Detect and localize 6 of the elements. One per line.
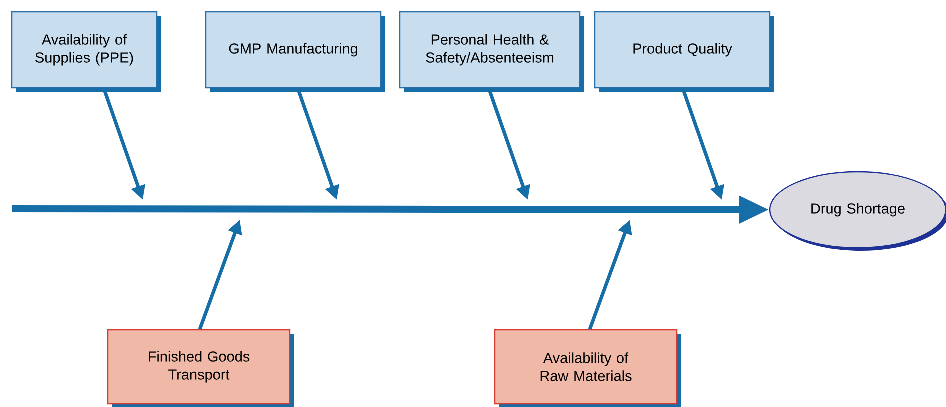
cause-box: Availability of Supplies (PPE) xyxy=(11,11,162,92)
cause-box: Finished Goods Transport xyxy=(107,329,294,407)
cause-box: Availability of Raw Materials xyxy=(494,329,681,407)
cause-box: Personal Health & Safety/Absenteeism xyxy=(399,11,584,92)
cause-box: Product Quality xyxy=(594,11,774,92)
cause-box: GMP Manufacturing xyxy=(205,11,385,92)
